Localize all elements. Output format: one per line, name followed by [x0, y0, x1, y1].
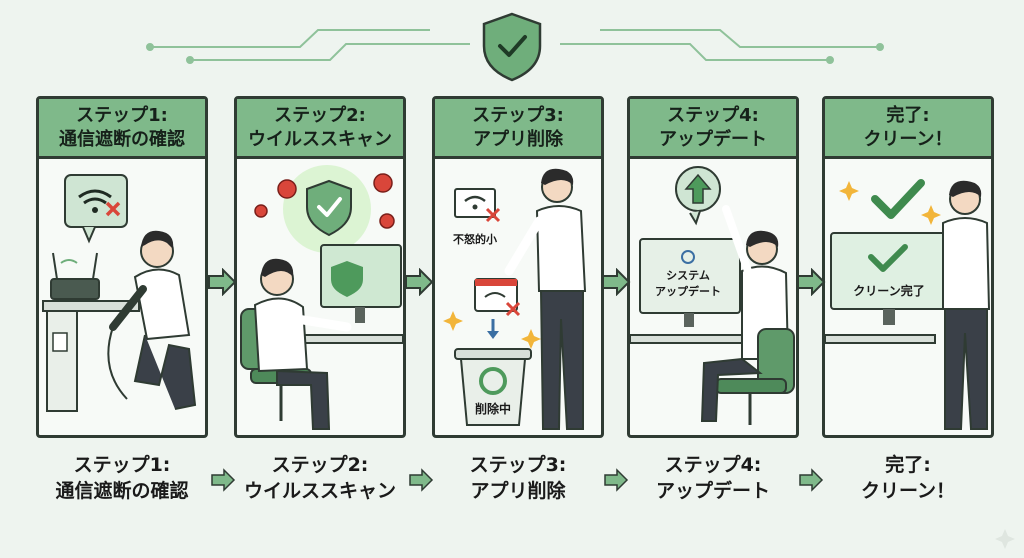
recycle-bin-icon	[454, 348, 532, 426]
panel-step1-title: ステップ1:	[76, 104, 168, 126]
panel-step5-illustration: クリーン完了	[825, 179, 991, 430]
virus-scan-shield-icon	[306, 179, 352, 237]
bottom-label-step4: ステップ4: アップデート	[627, 452, 799, 504]
bottom-label-step5-line2: クリーン！	[860, 480, 956, 502]
bottom-arrow-4-5-icon	[799, 468, 824, 492]
panel-step1-subtitle: 通信遮断の確認	[59, 128, 185, 150]
bottom-label-step3: ステップ3: アプリ削除	[432, 452, 604, 504]
panel-step2-illustration	[240, 165, 403, 430]
bottom-label-step1-line1: ステップ1:	[73, 454, 171, 476]
panel-step5-subtitle: クリーン！	[863, 128, 953, 150]
step4-screen-line1: システム	[666, 269, 710, 282]
bottom-label-step5-line1: 完了:	[885, 454, 931, 476]
bottom-arrow-1-2-icon	[211, 468, 236, 492]
panel-step1-header: ステップ1: 通信遮断の確認	[39, 99, 205, 159]
panel-step5: 完了: クリーン！ クリーン完了	[822, 96, 994, 438]
checkmark-icon	[871, 179, 925, 219]
bottom-arrow-3-4-icon	[604, 468, 629, 492]
shield-check-icon	[482, 12, 542, 82]
arrow-4-5-icon	[797, 268, 826, 296]
panel-step4: ステップ4: アップデート システム アップデート	[627, 96, 799, 438]
bottom-label-step2: ステップ2: ウイルススキャン	[234, 452, 406, 504]
panel-step3-title: ステップ3:	[472, 104, 564, 126]
panel-step3: ステップ3: アプリ削除 不怒的小 削	[432, 96, 604, 438]
bottom-label-step1: ステップ1: 通信遮断の確認	[36, 452, 208, 504]
bottom-label-step2-line2: ウイルススキャン	[243, 480, 396, 502]
sparkle-icon	[995, 529, 1015, 549]
panel-step1: ステップ1: 通信遮断の確認	[36, 96, 208, 438]
panel-step4-subtitle: アップデート	[659, 128, 767, 150]
arrow-3-4-icon	[602, 268, 631, 296]
bottom-label-step4-line2: アップデート	[655, 480, 770, 502]
panel-step4-title: ステップ4:	[667, 104, 759, 126]
panel-step2-subtitle: ウイルススキャン	[248, 128, 392, 150]
step4-screen-line2: アップデート	[655, 284, 721, 298]
panel-step2: ステップ2: ウイルススキャン	[234, 96, 406, 438]
panel-step2-title: ステップ2:	[274, 104, 366, 126]
panel-step2-header: ステップ2: ウイルススキャン	[237, 99, 403, 159]
step3-note: 不怒的小	[453, 232, 497, 246]
header-decoration	[146, 12, 884, 82]
wifi-blocked-icon	[64, 174, 128, 244]
panel-step5-header: 完了: クリーン！	[825, 99, 991, 159]
bottom-arrow-2-3-icon	[409, 468, 434, 492]
panel-step3-illustration: 不怒的小 削除中	[443, 168, 587, 430]
panel-step1-illustration	[42, 174, 197, 412]
panel-step3-header: ステップ3: アプリ削除	[435, 99, 601, 159]
bottom-label-step4-line1: ステップ4:	[664, 454, 762, 476]
bottom-label-step2-line1: ステップ2:	[271, 454, 369, 476]
bottom-label-step3-line1: ステップ3:	[469, 454, 567, 476]
arrow-1-2-icon	[208, 268, 237, 296]
bottom-label-step1-line2: 通信遮断の確認	[55, 480, 189, 502]
arrow-2-3-icon	[405, 268, 434, 296]
panel-step4-illustration: システム アップデート	[630, 166, 795, 425]
step5-screen-label: クリーン完了	[853, 283, 924, 298]
panel-step5-title: 完了:	[886, 104, 930, 126]
panel-step3-subtitle: アプリ削除	[473, 128, 563, 150]
bottom-label-step3-line2: アプリ削除	[470, 480, 566, 502]
step3-bin-label: 削除中	[475, 401, 511, 416]
panel-step4-header: ステップ4: アップデート	[630, 99, 796, 159]
upload-arrow-icon	[675, 166, 721, 226]
bottom-label-step5: 完了: クリーン！	[822, 452, 994, 504]
